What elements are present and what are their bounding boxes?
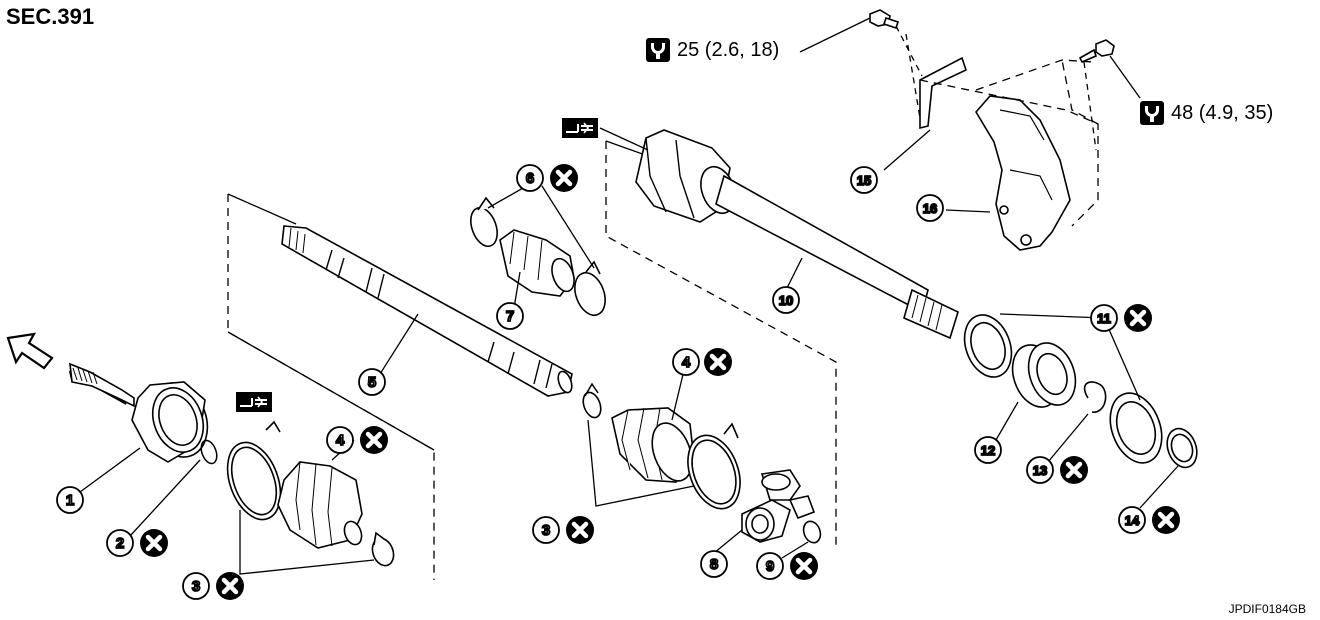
bolt-upper (869, 9, 900, 30)
callout-4: 4 (326, 426, 354, 454)
inboard-boot (611, 407, 741, 510)
callout-9: 9 (756, 552, 784, 580)
svg-text:12: 12 (981, 443, 995, 458)
svg-text:4: 4 (336, 432, 345, 449)
svg-text:14: 14 (1125, 513, 1140, 528)
callout-15: 15 (850, 166, 878, 194)
support-bracket (919, 56, 1071, 251)
dust-seal (1166, 427, 1198, 469)
front-arrow-icon (6, 332, 54, 370)
seal-inner (1109, 392, 1163, 464)
callout-12: 12 (974, 436, 1002, 464)
callout-8: 8 (700, 550, 728, 578)
callout-3: 3 (182, 572, 210, 600)
svg-text:5: 5 (368, 374, 376, 391)
svg-text:6: 6 (526, 170, 534, 187)
svg-text:11: 11 (1097, 311, 1111, 326)
bearing (1011, 342, 1077, 408)
x-circle-icon (550, 164, 578, 192)
svg-text:3: 3 (542, 522, 550, 539)
callout-3: 3 (532, 516, 560, 544)
x-circle-icon (216, 572, 244, 600)
callout-11: 11 (1090, 304, 1118, 332)
figure-code: JPDIF0184GB (1228, 602, 1306, 616)
svg-text:8: 8 (710, 556, 718, 573)
x-circle-icon (360, 426, 388, 454)
svg-text:3: 3 (192, 578, 200, 595)
grease-apply-icon (235, 391, 273, 413)
callout-4: 4 (672, 348, 700, 376)
callout-6: 6 (516, 164, 544, 192)
snap-ring (802, 520, 822, 544)
callout-10: 10 (772, 286, 800, 314)
torque-value: 48 (4.9, 35) (1171, 101, 1274, 124)
section-label: SEC.391 (6, 4, 95, 29)
svg-text:15: 15 (857, 173, 871, 188)
seal-outer (963, 314, 1013, 378)
x-circle-icon (140, 529, 168, 557)
svg-text:7: 7 (506, 308, 514, 325)
svg-text:4: 4 (682, 354, 691, 371)
svg-text:9: 9 (766, 558, 774, 575)
callout-1: 1 (56, 486, 84, 514)
outboard-boot (226, 420, 395, 567)
x-circle-icon (566, 516, 594, 544)
circlip (200, 439, 218, 465)
spider-assembly (741, 469, 816, 543)
bolt-lower (1078, 39, 1115, 64)
svg-text:10: 10 (779, 293, 793, 308)
callout-5: 5 (358, 368, 386, 396)
snap-ring-bearing (1083, 381, 1107, 413)
svg-text:13: 13 (1033, 463, 1047, 478)
outboard-joint (68, 362, 209, 463)
torque-wrench-icon (1140, 101, 1164, 125)
svg-text:1: 1 (66, 492, 74, 509)
x-circle-icon (790, 552, 818, 580)
x-circle-icon (1060, 456, 1088, 484)
center-boot (470, 196, 606, 317)
torque-value: 25 (2.6, 18) (677, 38, 780, 61)
torque-spec-lower: 48 (4.9, 35) (1140, 101, 1273, 125)
callout-7: 7 (496, 302, 524, 330)
svg-text:2: 2 (116, 535, 124, 552)
torque-spec-upper: 25 (2.6, 18) (646, 38, 779, 62)
callout-13: 13 (1026, 456, 1054, 484)
inboard-joint-shaft (635, 129, 959, 340)
x-circle-icon (704, 348, 732, 376)
callout-14: 14 (1118, 506, 1146, 534)
x-circle-icon (1124, 304, 1152, 332)
x-circle-icon (1152, 506, 1180, 534)
svg-text:16: 16 (923, 201, 937, 216)
callout-16: 16 (916, 194, 944, 222)
callout-2: 2 (106, 529, 134, 557)
drive-shaft (281, 225, 573, 397)
grease-apply-icon (561, 117, 599, 139)
torque-wrench-icon (646, 38, 670, 62)
